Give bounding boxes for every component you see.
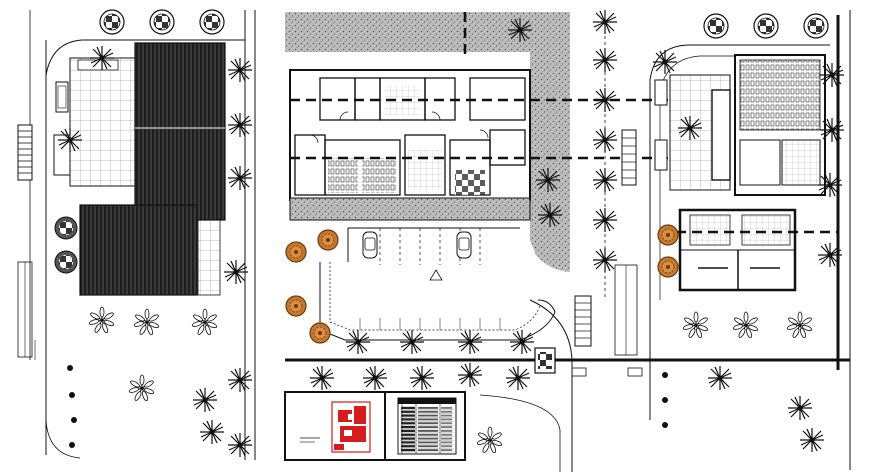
palm-icon [309, 365, 335, 391]
star-tree-icon [88, 306, 115, 334]
palm-icon [399, 329, 425, 355]
palm-icon [817, 172, 843, 198]
palm-icon [677, 115, 703, 141]
orange-shrub-icon [285, 295, 307, 317]
palm-icon [345, 329, 371, 355]
car-icon [456, 231, 472, 259]
palm-icon [592, 87, 618, 113]
round-tree-icon [703, 13, 729, 39]
palm-icon [457, 329, 483, 355]
legend-table [397, 397, 457, 455]
legend-row [400, 441, 454, 445]
gravel-top [285, 12, 570, 52]
palm-icon [227, 367, 253, 393]
legend-row [400, 422, 454, 426]
gravel-right [530, 12, 570, 272]
legend-row [400, 445, 454, 449]
parking-lot [347, 227, 520, 281]
palm-icon [819, 62, 845, 88]
legend-row [400, 418, 454, 422]
palm-icon [509, 329, 535, 355]
right-site-block [649, 10, 851, 470]
palm-icon [227, 165, 253, 191]
center-site-block [285, 12, 850, 472]
palm-icon [819, 117, 845, 143]
palm-icon [592, 47, 618, 73]
palm-icon [227, 432, 253, 458]
palm-icon [89, 45, 115, 71]
dark-bush-icon [54, 250, 78, 274]
palm-icon [457, 362, 483, 388]
star-tree-icon [682, 311, 709, 339]
legend-row [400, 448, 454, 453]
round-tree-icon [199, 9, 225, 35]
palm-icon [592, 207, 618, 233]
star-tree-icon [732, 311, 759, 339]
palm-icon [592, 127, 618, 153]
round-tree-icon [99, 9, 125, 35]
star-tree-icon [191, 308, 218, 336]
shrub-dot-icon [67, 365, 73, 371]
palm-icon [57, 127, 83, 153]
star-tree-icon [476, 426, 503, 454]
palm-icon [199, 419, 225, 445]
orange-shrub-icon [285, 241, 307, 263]
orange-shrub-icon [657, 256, 679, 278]
orange-shrub-icon [309, 322, 331, 344]
palm-icon [707, 365, 733, 391]
palm-icon [507, 17, 533, 43]
palm-icon [817, 242, 843, 268]
star-tree-icon [133, 308, 160, 336]
legend-row [400, 437, 454, 441]
palm-icon [592, 9, 618, 35]
palm-icon [535, 167, 561, 193]
red-location-map [331, 401, 371, 453]
legend-row [400, 414, 454, 418]
legend-row [400, 406, 454, 411]
palm-column [571, 9, 643, 377]
shrub-dot-icon [71, 417, 77, 423]
palm-icon [227, 112, 253, 138]
legend-row [400, 410, 454, 414]
shrub-dot-icon [69, 442, 75, 448]
shrub-dot-icon [69, 392, 75, 398]
roof-lower [79, 204, 198, 296]
palm-icon [799, 427, 825, 453]
round-tree-icon [753, 13, 779, 39]
roof-upper [134, 42, 226, 129]
palm-icon [652, 49, 678, 75]
star-tree-icon [128, 374, 155, 402]
legend-row [400, 425, 454, 430]
palm-icon [787, 395, 813, 421]
side-stair [17, 124, 33, 181]
palm-icon [505, 365, 531, 391]
palm-icon [537, 202, 563, 228]
palm-icon [227, 57, 253, 83]
shrub-dot-icon [662, 372, 668, 378]
palm-icon [223, 259, 249, 285]
dark-bush-icon [54, 216, 78, 240]
location-plan-box [284, 391, 466, 461]
shrub-dot-icon [662, 397, 668, 403]
shrub-dot-icon [662, 422, 668, 428]
legend-row [400, 429, 454, 434]
star-tree-icon [786, 311, 813, 339]
orange-shrub-icon [657, 224, 679, 246]
round-tree-icon [149, 9, 175, 35]
left-site-block [17, 9, 256, 460]
round-tree-icon [803, 13, 829, 39]
orange-shrub-icon [317, 229, 339, 251]
palm-icon [592, 167, 618, 193]
palm-icon [409, 365, 435, 391]
legend-row [400, 433, 454, 437]
palm-icon [362, 365, 388, 391]
palm-icon [192, 387, 218, 413]
car-icon [362, 231, 378, 259]
palm-icon [592, 247, 618, 273]
